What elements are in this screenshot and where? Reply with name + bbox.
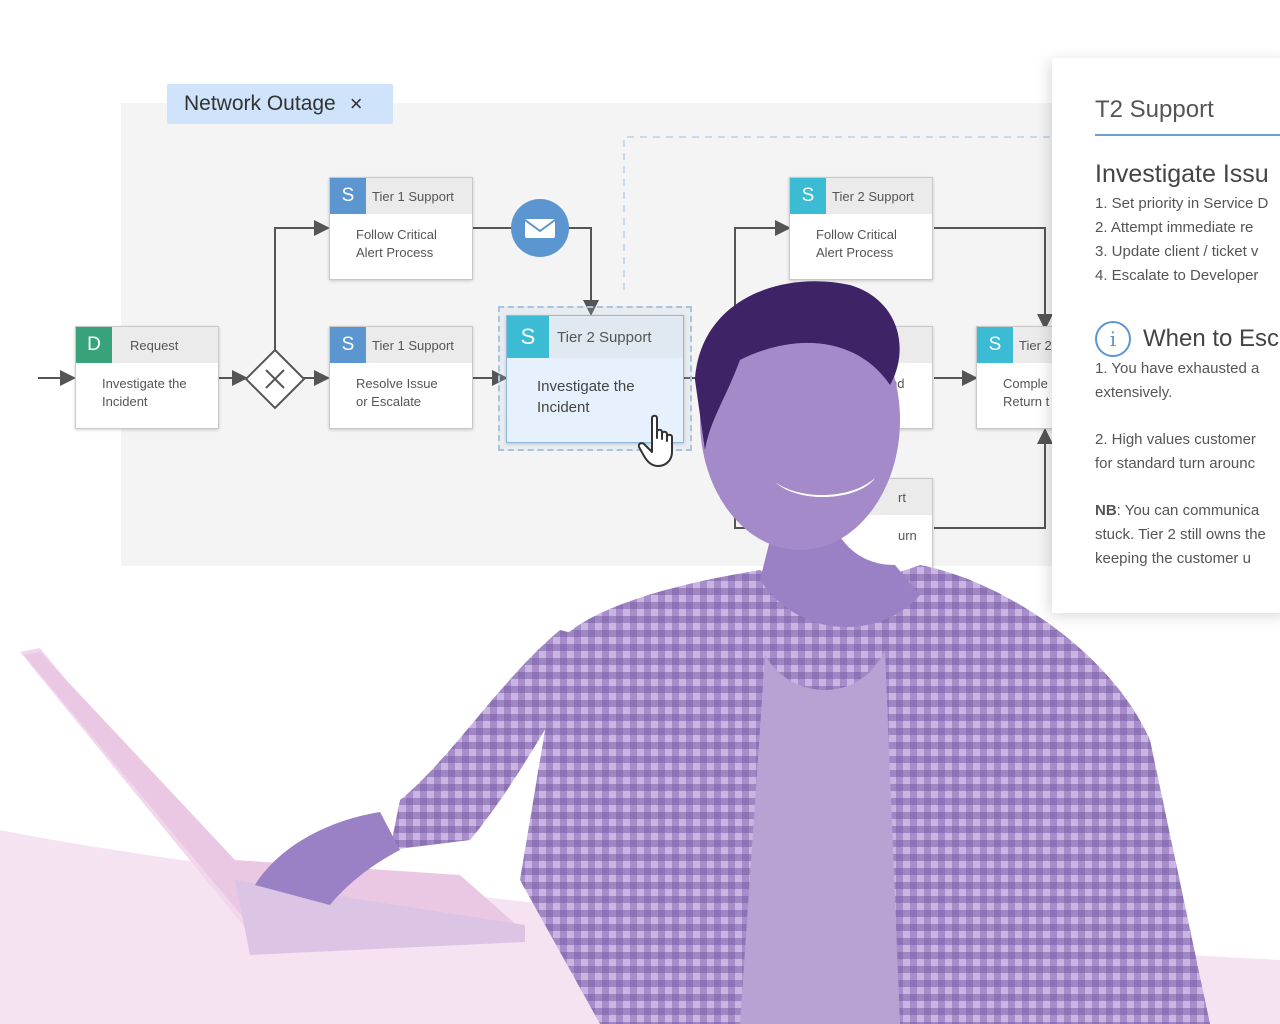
system-badge: S <box>977 327 1013 363</box>
process-tab-label: Network Outage <box>184 92 336 115</box>
task-header: Tier 1 Support <box>372 188 454 204</box>
task-label-line: Follow Critical <box>356 227 437 242</box>
system-badge: S <box>507 316 549 358</box>
system-badge: S <box>330 327 366 363</box>
close-icon[interactable]: × <box>349 91 363 116</box>
panel-title: T2 Support <box>1095 96 1214 123</box>
task-label-line: Resolve Issue <box>356 376 438 391</box>
task-header: Tier 1 Support <box>372 337 454 353</box>
task-label-line: Alert Process <box>356 245 434 260</box>
step-item: 2. Attempt immediate re <box>1095 219 1254 236</box>
task-label-line: Incident <box>537 399 590 416</box>
task-label-line: Follow Critical <box>816 227 897 242</box>
hand-pointer-icon <box>638 414 673 467</box>
escalation-text: for standard turn arounc <box>1095 455 1256 472</box>
note-text: stuck. Tier 2 still owns the <box>1095 526 1266 543</box>
panel-heading: Investigate Issu <box>1095 160 1269 188</box>
note-body: : You can communica <box>1116 502 1260 519</box>
step-item: 4. Escalate to Developer <box>1095 267 1259 284</box>
swimlane-boundary <box>623 136 1060 290</box>
escalation-title: When to Esc <box>1143 325 1280 352</box>
process-tab[interactable]: Network Outage × <box>167 84 393 124</box>
note-label: NB <box>1095 502 1117 519</box>
escalation-text: 2. High values customer <box>1095 431 1256 448</box>
data-badge: D <box>76 327 112 363</box>
envelope-icon <box>511 199 569 257</box>
step-item: 1. Set priority in Service D <box>1095 195 1269 212</box>
task-header: Tier 2 <box>1019 337 1052 353</box>
task-header: rt <box>898 489 906 505</box>
escalation-heading: i When to Esc <box>1095 321 1279 357</box>
task-label-line: Investigate the <box>537 378 635 395</box>
task-label-line: Return t <box>1003 394 1050 409</box>
task-header: Tier 2 Support <box>557 328 652 346</box>
info-icon: i <box>1095 321 1131 357</box>
task-label-line: Investigate the <box>102 376 187 391</box>
panel-title-underline <box>1095 134 1280 136</box>
task-detail-panel: T2 Support Investigate Issu 1. Set prior… <box>1052 58 1280 613</box>
step-item: 3. Update client / ticket v <box>1095 243 1259 260</box>
escalation-text: 1. You have exhausted a <box>1095 360 1260 377</box>
task-label-line: Incident <box>102 394 148 409</box>
task-label-line: Alert Process <box>816 245 894 260</box>
system-badge: S <box>790 178 826 214</box>
exclusive-gateway-icon <box>244 348 306 410</box>
task-label-line: urn <box>898 528 917 543</box>
tier1-resolve-task[interactable]: S Tier 1 Support Resolve Issue or Escalate <box>329 326 473 429</box>
task-header: Request <box>130 337 179 353</box>
task-label-line: Comple <box>1003 376 1048 391</box>
system-badge: S <box>330 178 366 214</box>
escalation-text: extensively. <box>1095 384 1173 401</box>
note-text: keeping the customer u <box>1095 550 1251 567</box>
note-text: NB: You can communica <box>1095 502 1259 519</box>
task-header: Tier 2 Support <box>832 188 914 204</box>
task-label-line: or Escalate <box>356 394 422 409</box>
